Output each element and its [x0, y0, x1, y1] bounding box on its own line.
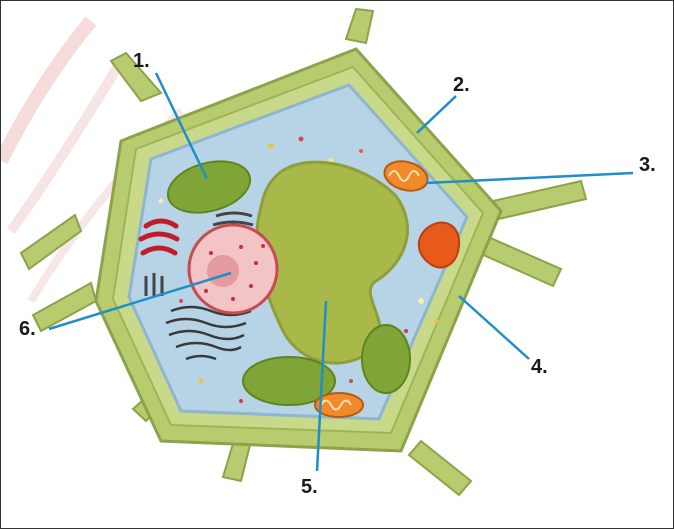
mitochondrion-bottom	[315, 393, 363, 417]
label-2: 2.	[453, 74, 470, 96]
label-1: 1.	[133, 50, 150, 72]
chloroplast-right	[362, 325, 410, 393]
label-3: 3.	[639, 154, 656, 176]
label-4: 4.	[531, 356, 548, 378]
leader-4	[459, 296, 529, 359]
label-6: 6.	[19, 318, 36, 340]
leader-2	[417, 96, 456, 133]
nucleus	[189, 225, 277, 313]
label-5: 5.	[301, 476, 318, 498]
